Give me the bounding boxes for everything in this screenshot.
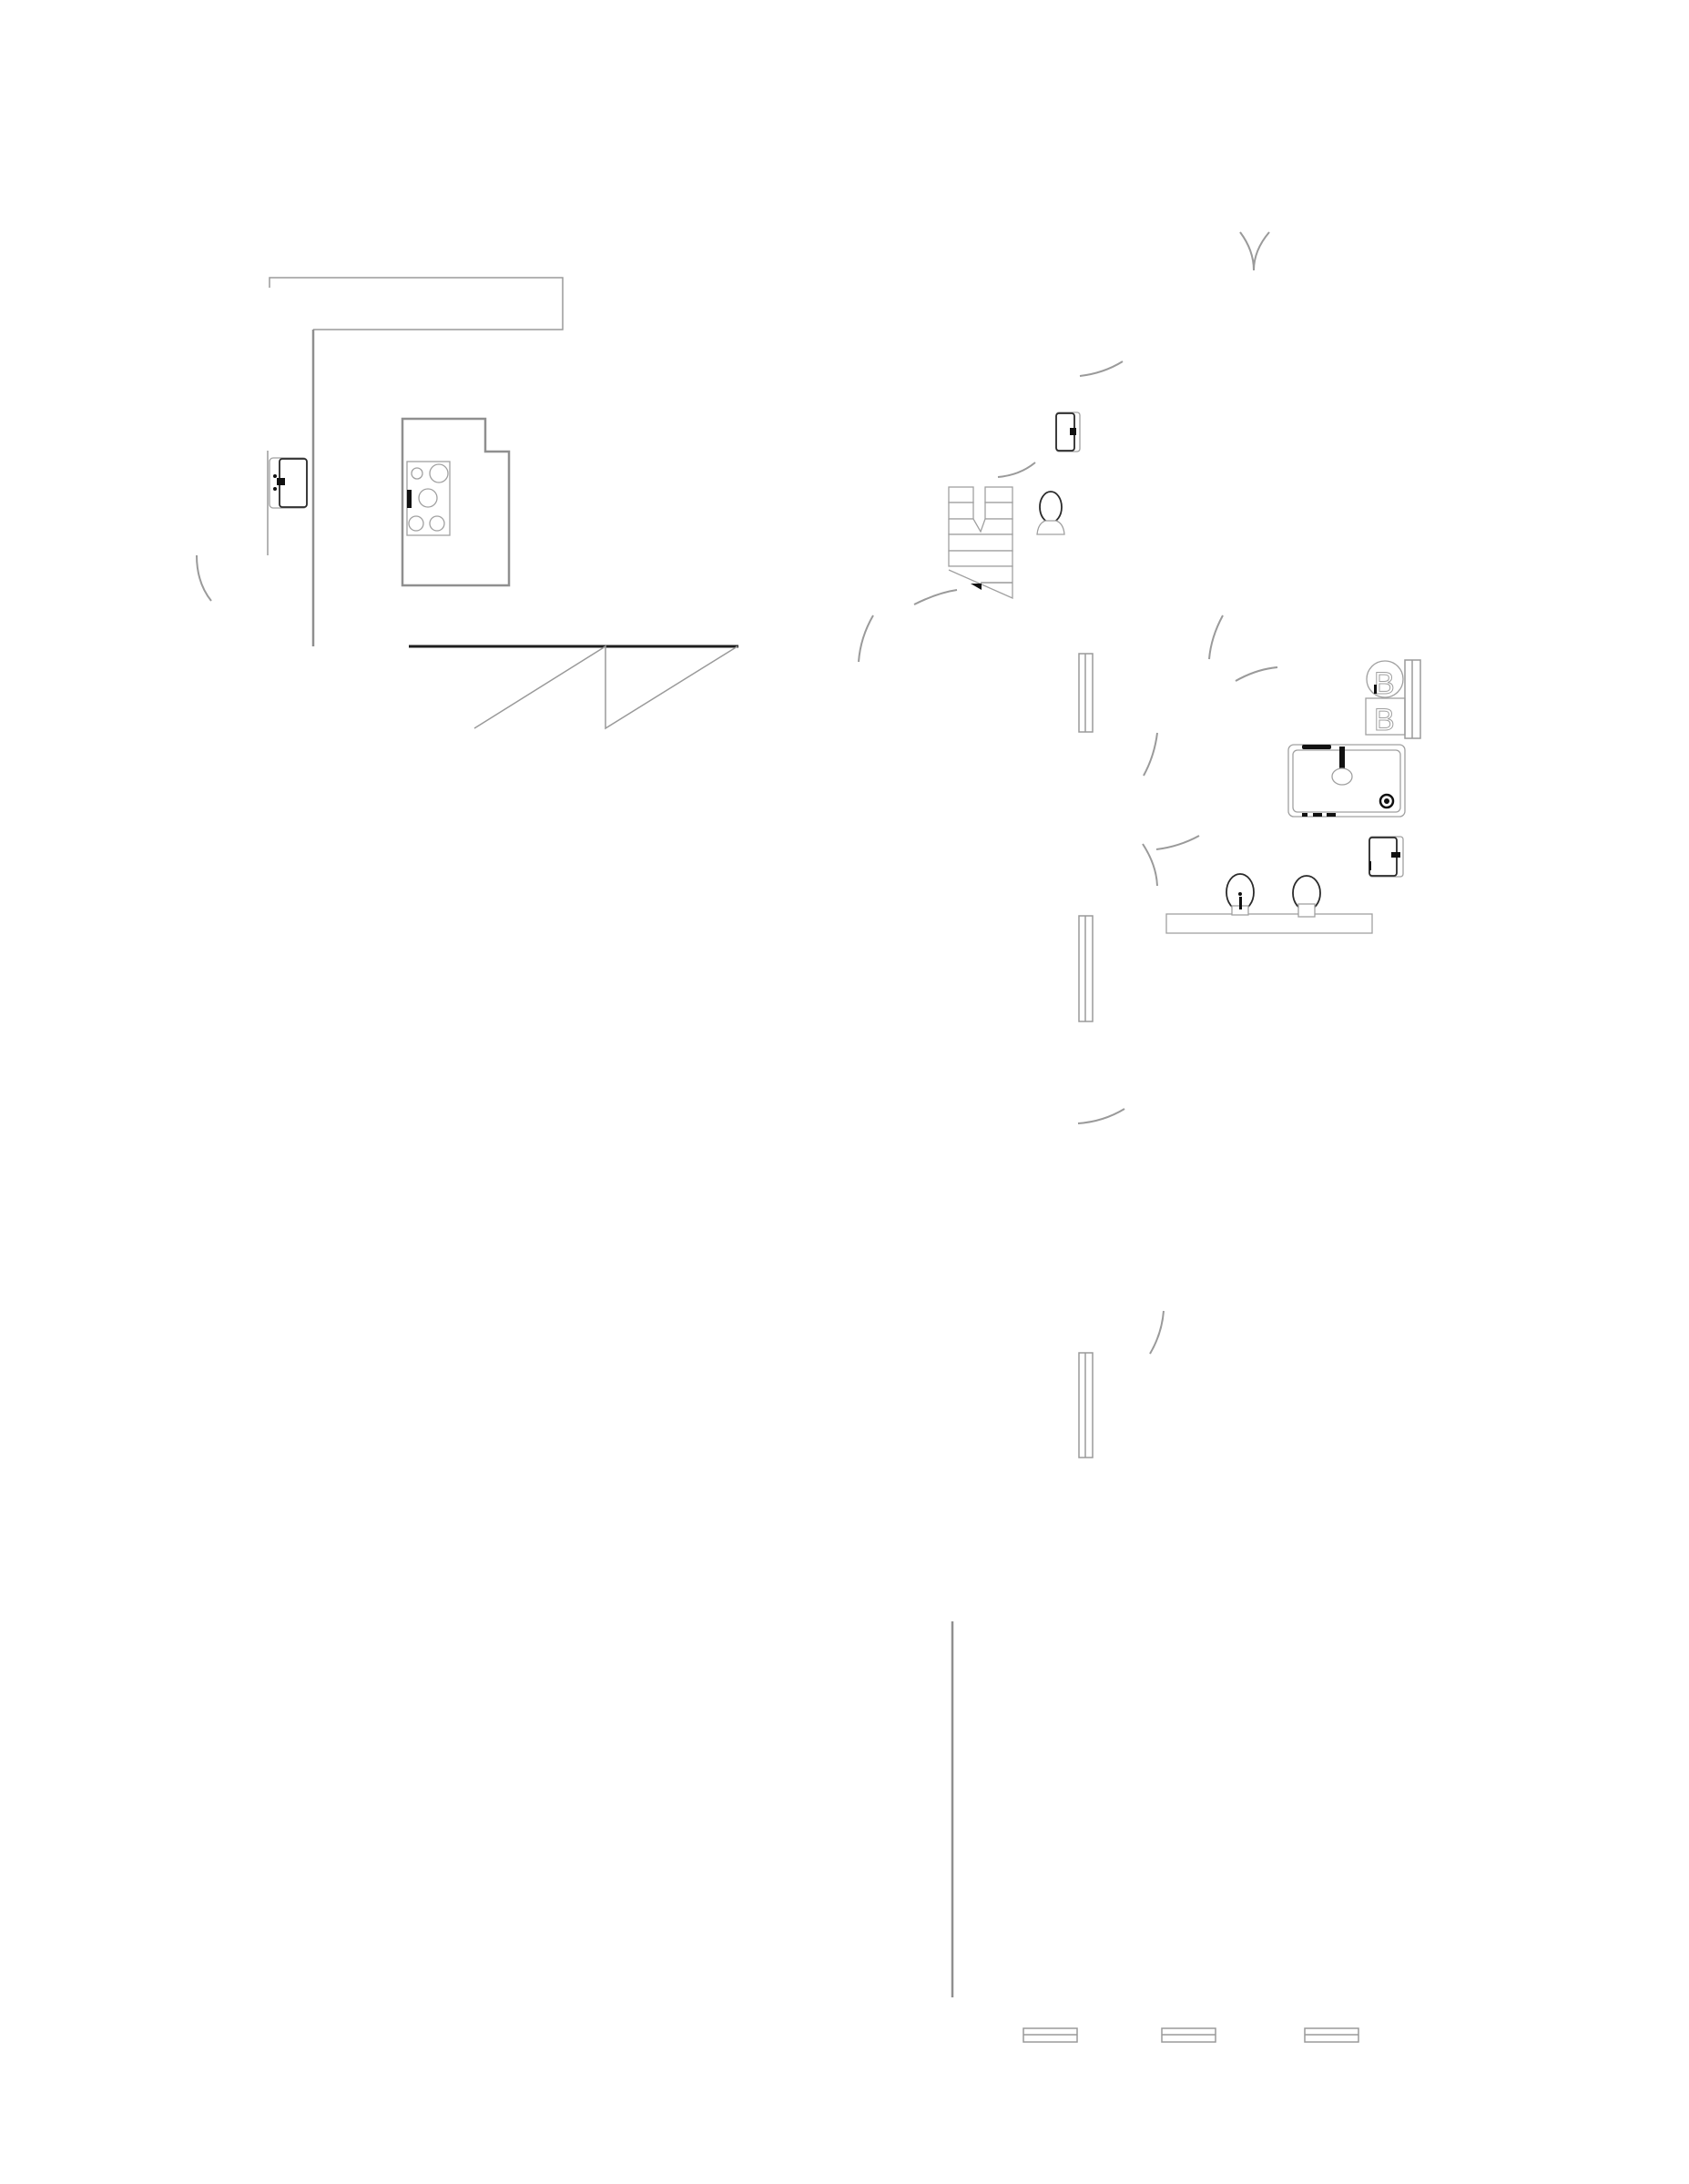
washer-icon: B — [1366, 660, 1404, 702]
door-swing-arc — [1079, 361, 1124, 377]
staircase-icon — [948, 486, 1013, 599]
window-v-mark — [1239, 231, 1270, 271]
kitchen-counter-outline — [269, 277, 564, 330]
bath-sink-icon — [1368, 836, 1404, 878]
stair-run-diagonal — [473, 645, 738, 730]
window-strip — [1078, 653, 1094, 733]
window-mark — [1304, 2027, 1359, 2043]
bidet-icon — [1226, 873, 1255, 916]
wc-toilet-icon — [1036, 491, 1065, 535]
door-swing-arc — [913, 589, 958, 605]
cooktop-icon — [406, 461, 451, 536]
bathtub-icon — [1287, 744, 1406, 818]
lower-area — [951, 1621, 1359, 2043]
bathroom-counter — [1165, 913, 1373, 934]
entry-area — [858, 231, 1270, 663]
window-strip — [1078, 1352, 1094, 1458]
bathroom-area: B B — [1077, 615, 1421, 1458]
door-swing-arc — [1143, 732, 1158, 777]
door-swing-arc — [1155, 835, 1200, 850]
door-swing-arc — [196, 554, 212, 602]
wc-sink-icon — [1055, 411, 1081, 452]
dryer-icon: B — [1365, 697, 1406, 738]
door-swing-arc — [1149, 1310, 1165, 1355]
bath-toilet-icon — [1292, 875, 1321, 918]
kitchen-area — [196, 277, 738, 730]
dryer-letter: B — [1374, 703, 1395, 737]
door-swing-arc — [1077, 1108, 1125, 1124]
window-mark — [1161, 2027, 1216, 2043]
wall-strip-laundry — [1404, 659, 1421, 739]
kitchen-island — [401, 417, 511, 587]
door-swing-arc — [858, 615, 874, 663]
door-swing-arc — [997, 462, 1036, 478]
door-swing-arc — [1235, 666, 1278, 682]
door-swing-arc — [1208, 615, 1224, 660]
kitchen-sink-icon — [269, 457, 308, 509]
window-strip — [1078, 915, 1094, 1022]
door-swing-arc — [1142, 843, 1158, 887]
washer-letter: B — [1374, 666, 1395, 701]
window-mark — [1023, 2027, 1078, 2043]
